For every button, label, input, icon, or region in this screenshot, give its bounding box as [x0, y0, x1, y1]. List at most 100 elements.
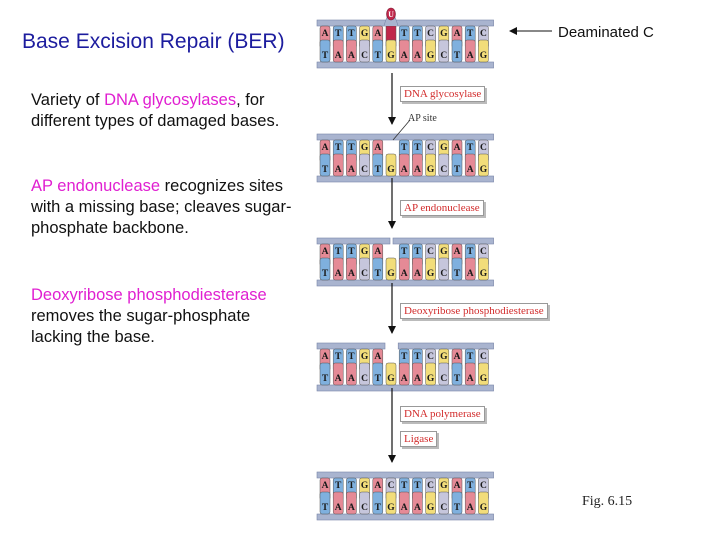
- phosphodiesterase-description: Deoxyribose phosphodiesterase removes th…: [31, 285, 306, 348]
- base-letter: T: [375, 374, 382, 384]
- ligase-label: Ligase: [400, 431, 438, 447]
- bottom-base-C: [359, 491, 370, 515]
- figure-label: Fig. 6.15: [582, 494, 633, 509]
- bottom-base-A: [346, 257, 357, 281]
- bottom-base-A: [412, 362, 423, 386]
- p3-highlight: Deoxyribose phosphodiesterase: [31, 286, 267, 304]
- base-letter: G: [480, 165, 488, 175]
- base-letter: G: [480, 269, 488, 279]
- base-letter: A: [414, 51, 421, 61]
- bottom-base-G: [478, 39, 489, 63]
- base-letter: C: [361, 503, 368, 513]
- uracil-letter: U: [388, 10, 394, 19]
- base-letter: T: [348, 352, 355, 362]
- backbone-top: [316, 19, 494, 27]
- base-letter: T: [335, 352, 342, 362]
- base-letter: T: [467, 29, 474, 39]
- base-letter: T: [454, 374, 461, 384]
- base-letter: A: [401, 374, 408, 384]
- base-letter: T: [414, 143, 421, 153]
- base-letter: G: [387, 51, 395, 61]
- base-letter: A: [454, 247, 461, 257]
- p1-pre: Variety of: [31, 91, 105, 109]
- base-letter: A: [322, 143, 329, 153]
- base-letter: C: [427, 352, 434, 362]
- base-letter: A: [335, 269, 342, 279]
- base-letter: A: [374, 143, 381, 153]
- base-letter: A: [322, 481, 329, 491]
- base-letter: A: [467, 165, 474, 175]
- base-letter: T: [454, 165, 461, 175]
- backbone-top-left: [316, 237, 391, 245]
- base-letter: C: [440, 269, 447, 279]
- base-letter: G: [387, 269, 395, 279]
- base-letter: G: [480, 503, 488, 513]
- backbone-top-right: [397, 342, 494, 350]
- backbone-bottom: [316, 61, 494, 69]
- base-letter: A: [401, 165, 408, 175]
- base-letter: T: [375, 503, 382, 513]
- bottom-base-T: [319, 257, 331, 281]
- base-letter: T: [335, 481, 342, 491]
- base-letter: A: [454, 352, 461, 362]
- backbone-bottom: [316, 513, 494, 521]
- base-letter: A: [467, 374, 474, 384]
- bottom-base-G: [385, 257, 397, 281]
- base-letter: C: [427, 143, 434, 153]
- base-letter: G: [427, 269, 435, 279]
- base-letter: T: [348, 481, 355, 491]
- base-letter: A: [467, 269, 474, 279]
- bottom-base-T: [451, 39, 463, 63]
- bottom-base-A: [346, 491, 357, 515]
- bottom-base-T: [372, 491, 384, 515]
- bottom-base-A: [412, 153, 423, 177]
- base-letter: G: [387, 374, 395, 384]
- bottom-base-T: [319, 491, 331, 515]
- bottom-base-C: [438, 39, 450, 63]
- base-letter: A: [335, 503, 342, 513]
- base-letter: T: [401, 481, 408, 491]
- base-letter: A: [454, 143, 461, 153]
- base-letter: A: [335, 165, 342, 175]
- base-letter: T: [467, 143, 474, 153]
- bottom-base-A: [398, 39, 410, 63]
- base-letter: C: [440, 165, 447, 175]
- base-letter: A: [401, 51, 408, 61]
- glycosylase-description: Variety of DNA glycosylases, for differe…: [31, 90, 306, 132]
- bottom-base-G: [425, 257, 436, 281]
- ap-site-label: AP site: [408, 113, 437, 124]
- base-letter: T: [348, 143, 355, 153]
- base-letter: A: [322, 352, 329, 362]
- base-letter: A: [348, 165, 355, 175]
- p1-highlight: DNA glycosylases: [104, 91, 237, 109]
- base-letter: A: [467, 51, 474, 61]
- bottom-base-A: [412, 257, 423, 281]
- bottom-base-A: [412, 491, 423, 515]
- backbone-top-left: [316, 342, 386, 350]
- base-letter: G: [361, 143, 369, 153]
- base-letter: C: [361, 374, 368, 384]
- base-letter: A: [335, 374, 342, 384]
- base-letter: A: [374, 481, 381, 491]
- base-letter: T: [322, 374, 329, 384]
- bottom-base-G: [478, 153, 489, 177]
- base-letter: G: [440, 143, 448, 153]
- base-letter: A: [414, 165, 421, 175]
- bottom-base-A: [412, 39, 423, 63]
- bottom-base-G: [385, 39, 397, 63]
- base-letter: C: [480, 352, 487, 362]
- base-letter: T: [322, 51, 329, 61]
- base-letter: A: [374, 247, 381, 257]
- backbone-bottom: [316, 175, 494, 183]
- base-letter: C: [388, 481, 395, 491]
- base-letter: C: [440, 503, 447, 513]
- ap-endonuclease-description: AP endonuclease recognizes sites with a …: [31, 176, 306, 239]
- bottom-base-A: [332, 39, 344, 63]
- bottom-base-A: [332, 362, 344, 386]
- base-letter: C: [361, 165, 368, 175]
- slide-title: Base Excision Repair (BER): [22, 30, 285, 53]
- base-letter: A: [454, 481, 461, 491]
- base-letter: T: [335, 29, 342, 39]
